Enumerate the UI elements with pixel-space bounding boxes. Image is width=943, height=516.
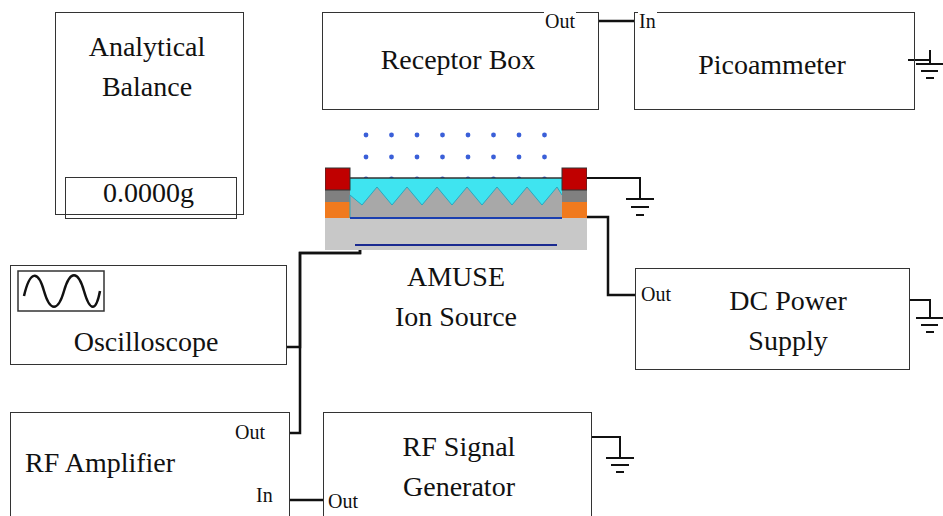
box-label: AMUSE Ion Source xyxy=(388,257,524,337)
port-label: In xyxy=(638,10,657,32)
ground-wire xyxy=(908,50,930,64)
text-holder: RF Signal Generator xyxy=(374,427,544,507)
wire xyxy=(287,245,360,347)
box-label: Receptor Box xyxy=(323,40,593,80)
text-holder: 0.0000g xyxy=(66,173,231,213)
instrument-box: Oscilloscope xyxy=(10,265,287,365)
port-label: Out xyxy=(327,490,359,512)
sine-wave xyxy=(24,275,100,307)
ion-source: AMUSE Ion Source xyxy=(325,165,587,250)
box-label: Picoammeter xyxy=(635,45,909,85)
port-label: Out xyxy=(544,10,576,32)
text-holder: DC Power Supply xyxy=(708,281,868,361)
box-label: Analytical Balance xyxy=(56,27,238,107)
box-label: RF Amplifier xyxy=(25,443,245,483)
ground-wire xyxy=(587,178,640,198)
box-label: Oscilloscope xyxy=(11,322,281,362)
ground-symbol xyxy=(606,458,634,472)
port-label: In xyxy=(255,484,274,506)
box-label: 0.0000g xyxy=(66,173,231,213)
text-holder: AMUSE Ion Source xyxy=(388,257,524,337)
instrument-box: Analytical Balance 0.0000g xyxy=(55,12,244,215)
port-label: Out xyxy=(640,283,672,305)
instrument-box: Picoammeter xyxy=(634,12,915,110)
instrument-box: 0.0000g xyxy=(65,177,237,219)
wire xyxy=(290,499,323,502)
text-holder: Analytical Balance xyxy=(56,27,238,107)
ground-wire xyxy=(592,437,620,458)
text-holder: RF Amplifier xyxy=(25,443,245,483)
instrument-box: RF Signal Generator xyxy=(323,412,592,516)
scope-screen xyxy=(18,271,104,311)
ground-symbol xyxy=(916,318,943,332)
wire xyxy=(599,20,634,23)
box-label: DC Power Supply xyxy=(708,281,868,361)
instrument-box: DC Power Supply xyxy=(635,268,910,370)
port-label: Out xyxy=(234,421,266,443)
ion-source-drawing xyxy=(325,165,587,250)
ground-symbol xyxy=(916,64,943,78)
ground-wire xyxy=(910,300,930,318)
text-holder: Oscilloscope xyxy=(11,322,281,362)
ion-dots xyxy=(364,133,547,182)
ground-symbol xyxy=(626,199,654,215)
text-holder: Picoammeter xyxy=(635,45,909,85)
box-label: RF Signal Generator xyxy=(374,427,544,507)
text-holder: Receptor Box xyxy=(323,40,593,80)
